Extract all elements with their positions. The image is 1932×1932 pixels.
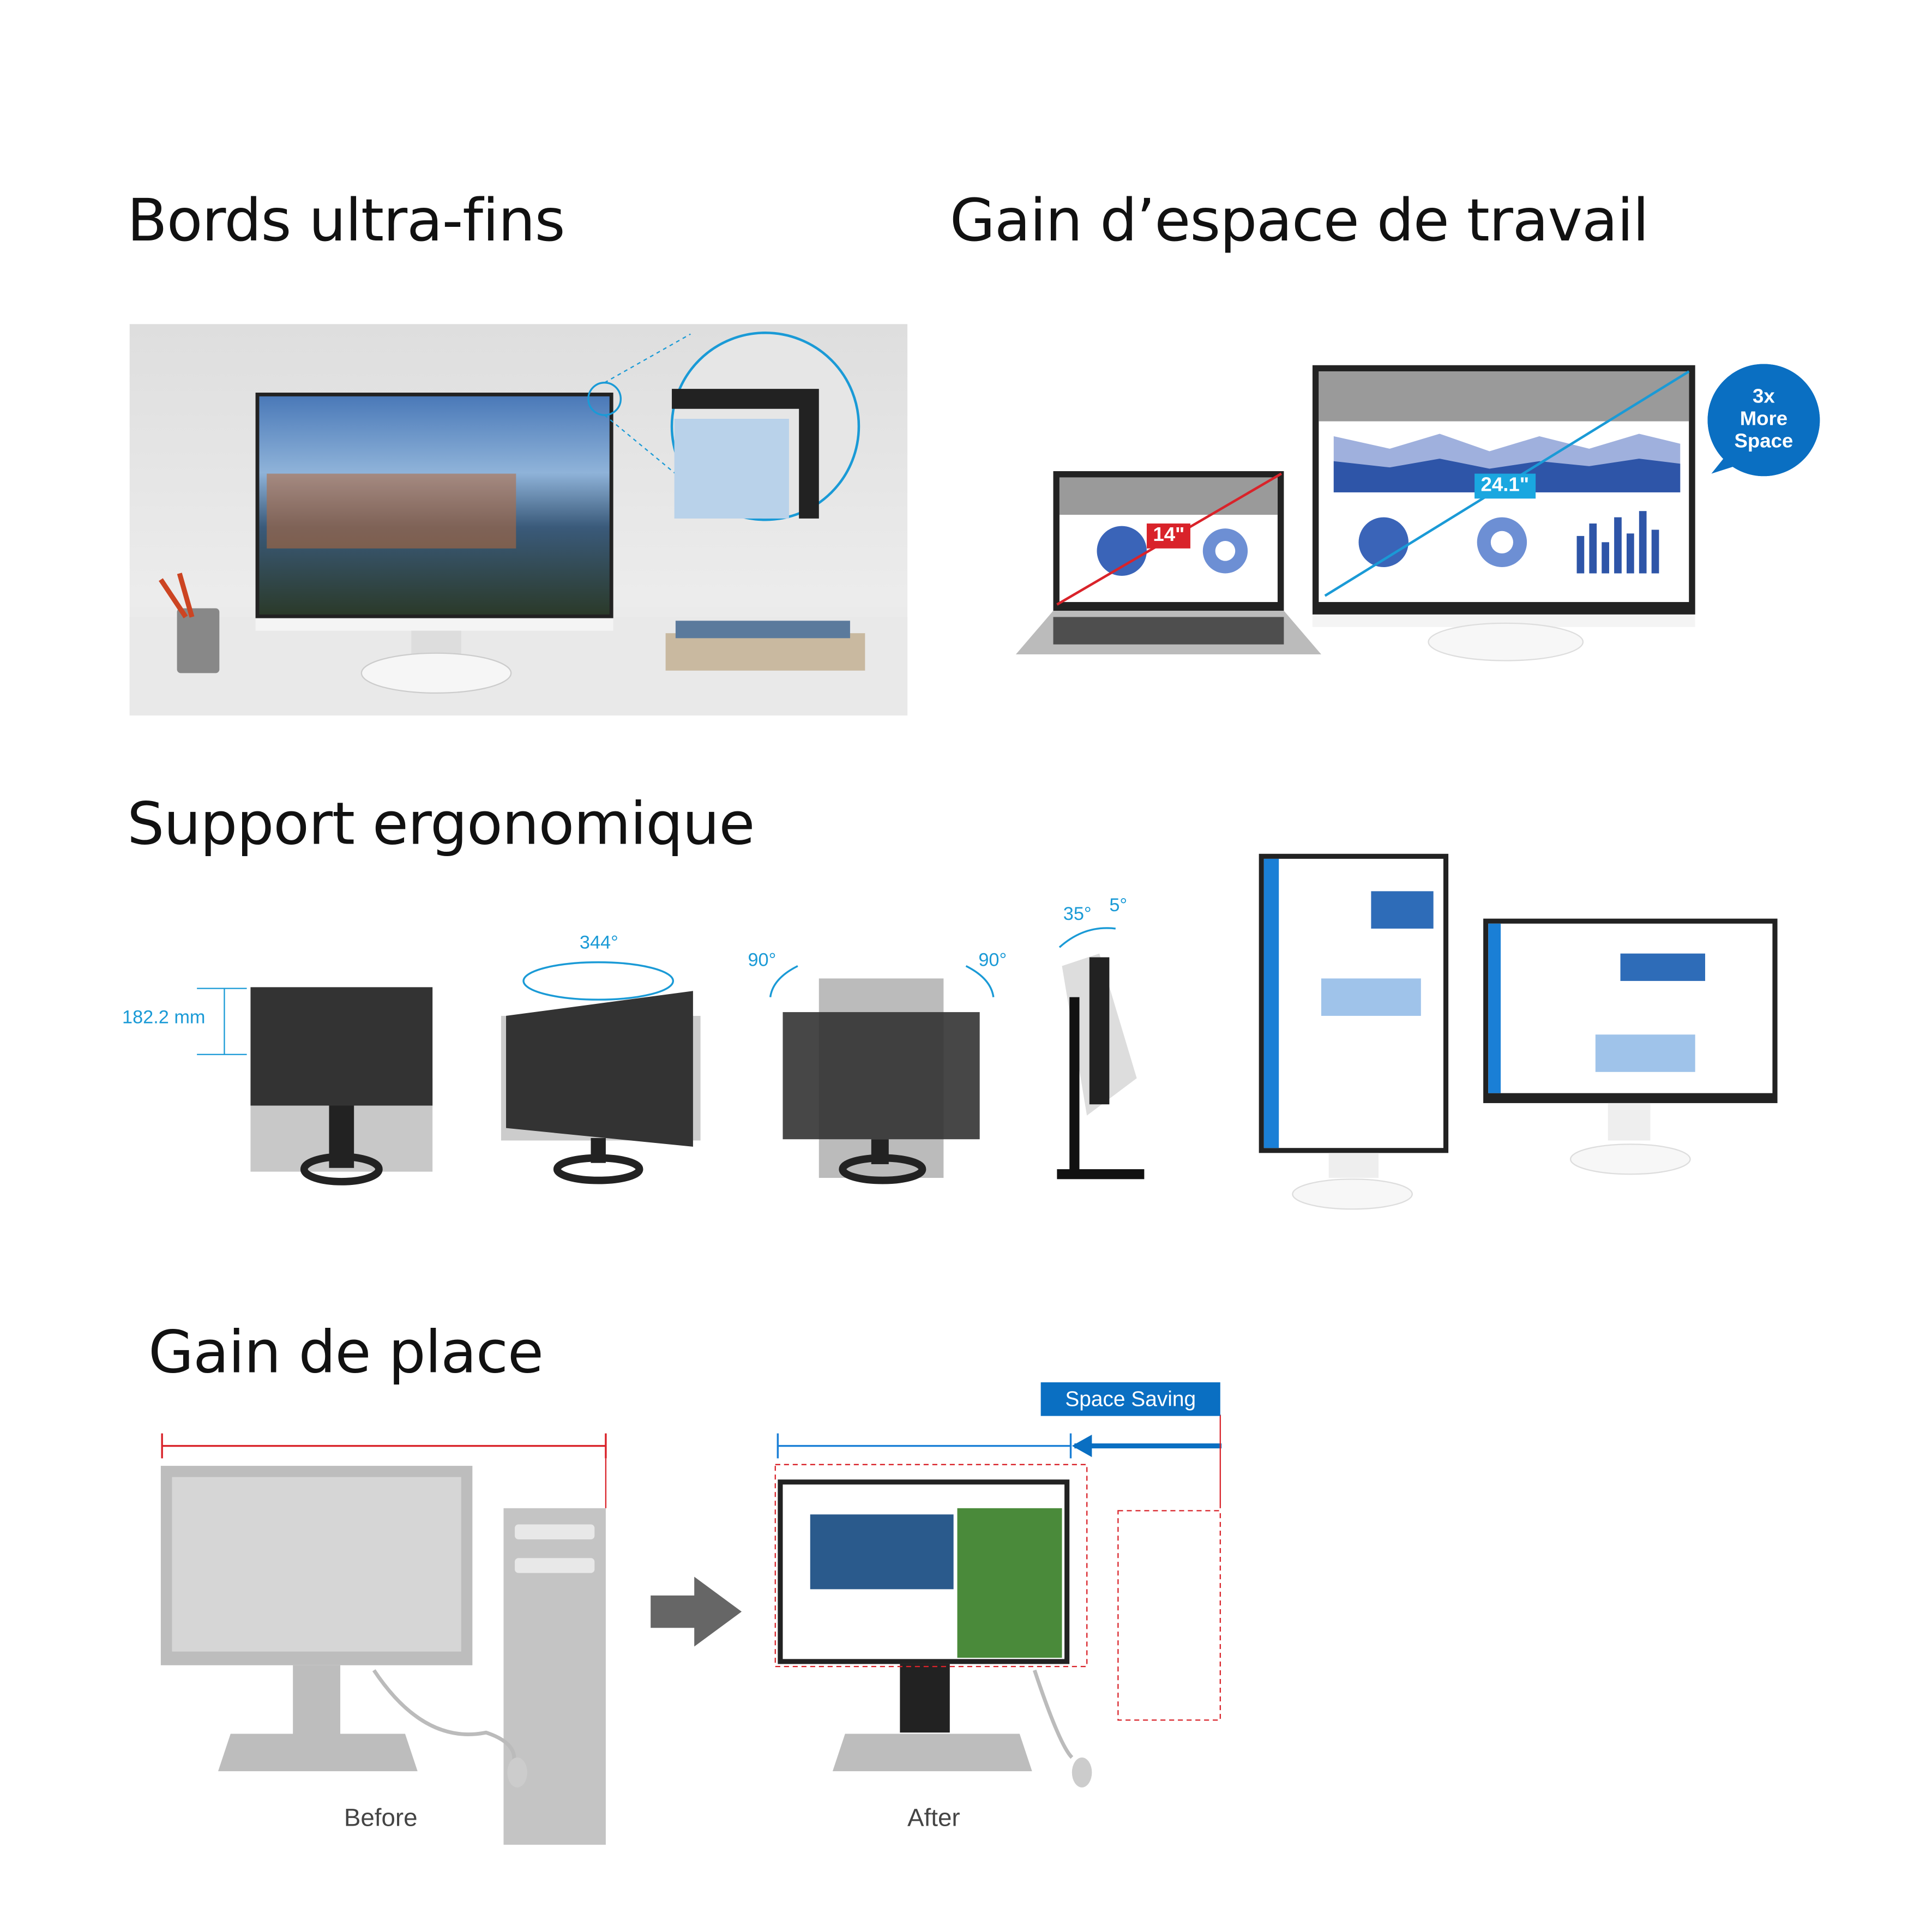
tilt-back-label: 35° xyxy=(1063,904,1092,925)
bezel-photo xyxy=(129,324,908,716)
section-title-bezel: Bords ultra-fins xyxy=(127,186,565,256)
space-saving-illustration xyxy=(160,1415,1222,1845)
section-title-workspace: Gain d’espace de travail xyxy=(949,186,1649,256)
bubble-line-3: Space xyxy=(1734,431,1793,453)
more-space-bubble: 3x More Space xyxy=(1707,364,1820,477)
workspace-illustration xyxy=(1015,364,1820,661)
monitor-size-badge: 24.1" xyxy=(1474,473,1536,499)
section-title-space: Gain de place xyxy=(148,1319,544,1388)
space-saving-badge: Space Saving xyxy=(1040,1382,1220,1416)
bezel-illustration xyxy=(129,332,908,716)
height-adjust-label: 182.2 mm xyxy=(122,1007,206,1028)
bubble-line-1: 3x xyxy=(1753,386,1775,408)
bubble-line-2: More xyxy=(1740,408,1788,430)
pivot-right-label: 90° xyxy=(978,949,1007,971)
after-label: After xyxy=(907,1804,960,1833)
tilt-forward-label: 5° xyxy=(1109,895,1128,917)
ergonomic-illustration xyxy=(197,853,1778,1210)
section-title-ergonomic: Support ergonomique xyxy=(127,790,755,859)
laptop-size-badge: 14" xyxy=(1146,523,1191,549)
pivot-left-label: 90° xyxy=(748,949,777,971)
before-label: Before xyxy=(344,1804,418,1833)
swivel-label: 344° xyxy=(579,932,618,954)
